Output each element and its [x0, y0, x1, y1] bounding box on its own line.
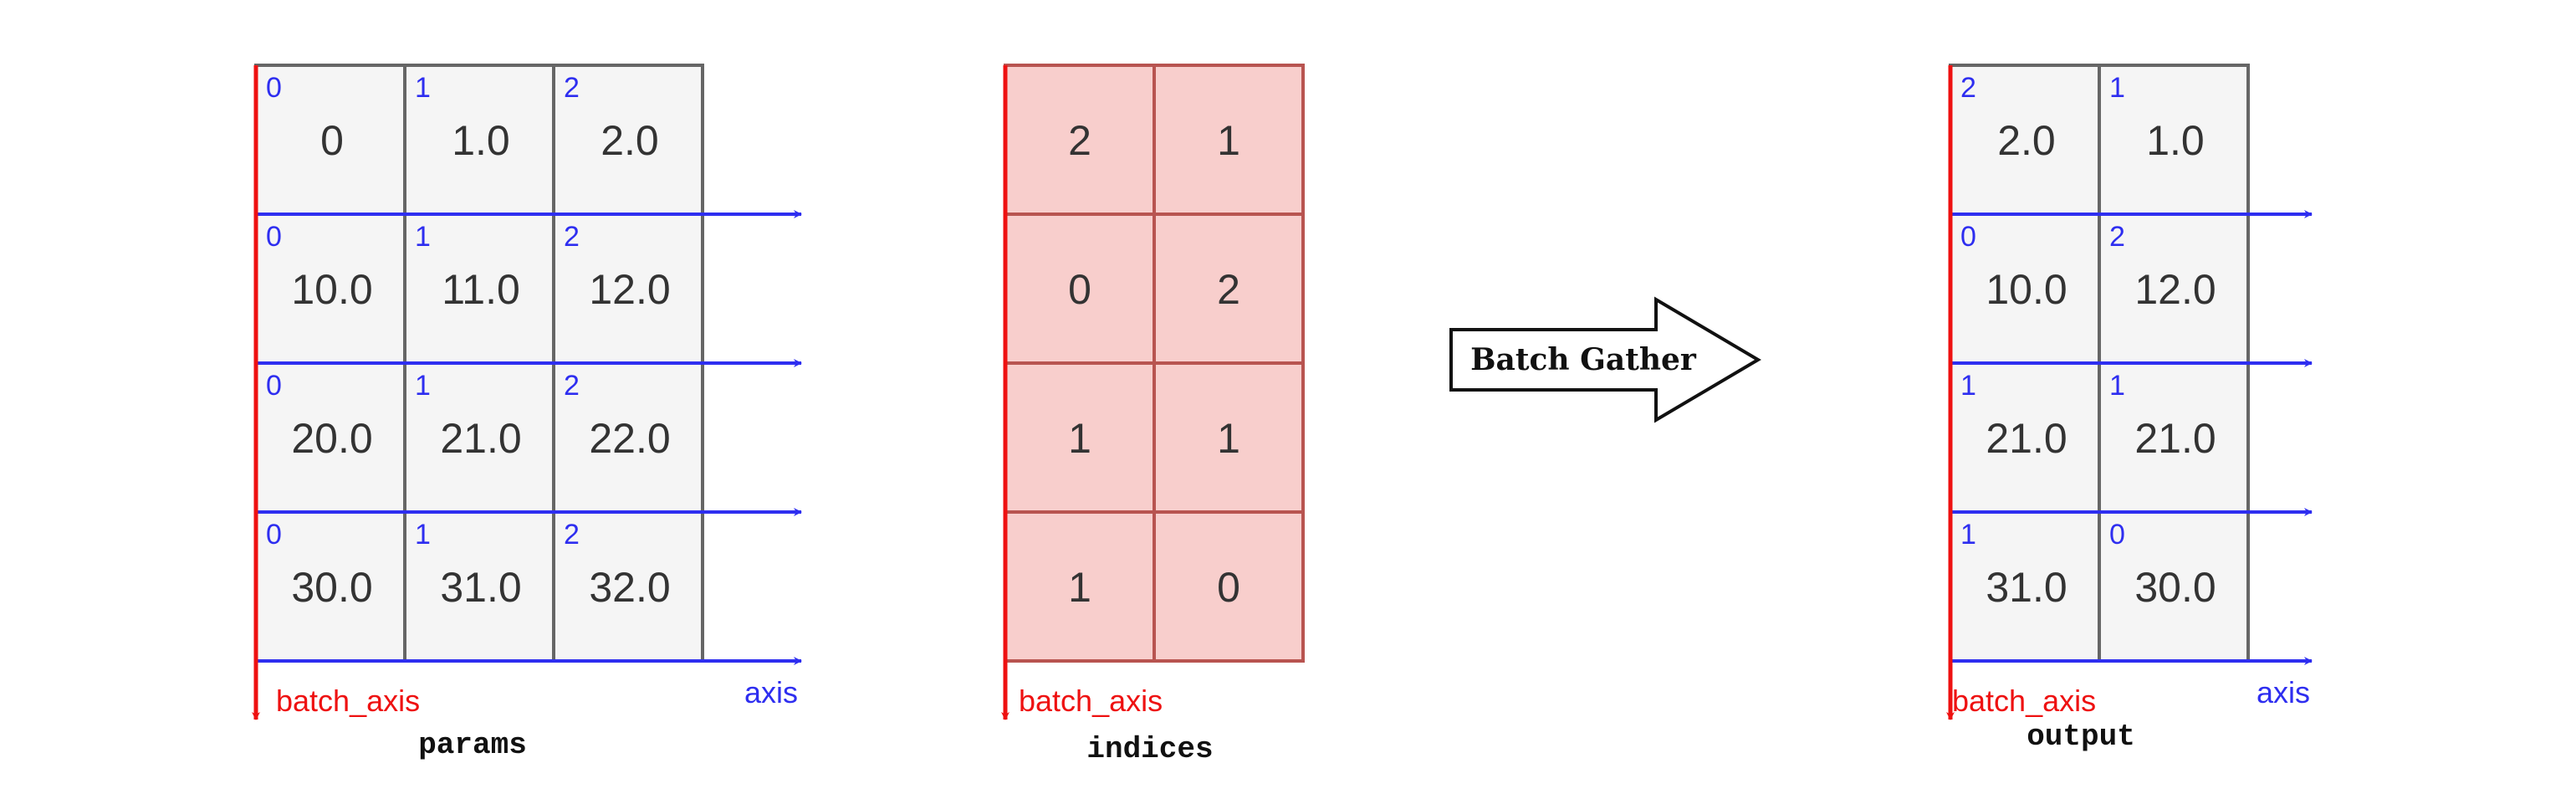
- output-cell-index: 1: [1960, 519, 1976, 551]
- params-cell-value: 30.0: [291, 564, 372, 611]
- params-cell: [552, 510, 704, 663]
- params-cell-value: 32.0: [589, 564, 670, 611]
- output-cell: [1949, 64, 2101, 216]
- params-cell-index: 0: [266, 221, 282, 253]
- indices-cell-value: 2: [1068, 117, 1091, 164]
- params-caption: params: [418, 728, 527, 762]
- indices-cell: [1153, 510, 1305, 663]
- indices-cell-value: 2: [1217, 266, 1240, 313]
- output-tensor: 2 2.0 1 1.0 0 10.0 2 12.0 1 21.0 1 21.0 1 31.0 0 30.0: [1946, 64, 2313, 720]
- params-cell: [403, 64, 555, 216]
- indices-cell-value: 1: [1217, 415, 1240, 462]
- params-cell-index: 2: [564, 72, 580, 104]
- params-cell-index: 1: [415, 519, 431, 551]
- output-cell-value: 21.0: [2134, 415, 2216, 462]
- output-cell-value: 2.0: [1997, 117, 2056, 164]
- indices-cell-value: 0: [1217, 564, 1240, 611]
- params-cell-index: 1: [415, 221, 431, 253]
- indices-cell-value: 1: [1068, 564, 1091, 611]
- params-cell-value: 31.0: [440, 564, 521, 611]
- output-axis-label: axis: [2257, 675, 2310, 709]
- params-cell: [254, 64, 406, 216]
- params-cell: [552, 213, 704, 365]
- output-cell-index: 2: [1960, 72, 1976, 104]
- indices-cell-value: 1: [1217, 117, 1240, 164]
- output-cell-index: 1: [1960, 370, 1976, 402]
- params-cell-value: 21.0: [440, 415, 521, 462]
- indices-cell: [1153, 361, 1305, 514]
- output-cell-value: 21.0: [1986, 415, 2067, 462]
- params-cell-value: 11.0: [442, 266, 520, 313]
- output-cell-value: 12.0: [2134, 266, 2216, 313]
- indices-cell: [1004, 510, 1156, 663]
- output-cell: [2098, 213, 2250, 365]
- indices-tensor: 2 1 0 2 1 1 1 0: [1001, 64, 1305, 720]
- output-cell: [1949, 510, 2101, 663]
- params-cell-index: 1: [415, 370, 431, 402]
- output-cell-value: 31.0: [1986, 564, 2067, 611]
- indices-cell: [1004, 361, 1156, 514]
- output-cell: [1949, 361, 2101, 514]
- params-cell-value: 1.0: [452, 117, 510, 164]
- indices-batch-axis-label: batch_axis: [1019, 684, 1163, 718]
- params-cell-index: 0: [266, 72, 282, 104]
- params-batch-axis-label: batch_axis: [276, 684, 420, 718]
- indices-cell: [1153, 213, 1305, 365]
- params-cell-value: 10.0: [291, 266, 372, 313]
- output-cell: [2098, 361, 2250, 514]
- indices-caption: indices: [1086, 732, 1213, 766]
- params-cell-index: 2: [564, 519, 580, 551]
- params-cell-value: 12.0: [589, 266, 670, 313]
- indices-cell-value: 1: [1068, 415, 1091, 462]
- params-cell-index: 2: [564, 370, 580, 402]
- params-cell: [403, 361, 555, 514]
- params-cell-value: 22.0: [589, 415, 670, 462]
- params-cell-value: 0: [320, 117, 344, 164]
- indices-cell: [1153, 64, 1305, 216]
- output-cell: [2098, 64, 2250, 216]
- operation-label: Batch Gather: [1470, 342, 1697, 377]
- params-cell-index: 1: [415, 72, 431, 104]
- output-cell-index: 1: [2109, 370, 2125, 402]
- output-batch-axis-label: batch_axis: [1952, 684, 2096, 718]
- output-cell-value: 10.0: [1986, 266, 2067, 313]
- indices-cell-value: 0: [1068, 266, 1091, 313]
- output-cell-index: 0: [2109, 519, 2125, 551]
- params-cell-index: 0: [266, 370, 282, 402]
- output-cell: [2098, 510, 2250, 663]
- batch-gather-arrow-icon: [1449, 296, 1761, 423]
- params-cell: [254, 510, 406, 663]
- params-cell-index: 0: [266, 519, 282, 551]
- params-cell-value: 2.0: [601, 117, 659, 164]
- output-cell-value: 1.0: [2146, 117, 2205, 164]
- output-cell-index: 2: [2109, 221, 2125, 253]
- params-cell-index: 2: [564, 221, 580, 253]
- params-tensor: 0011.022.0010.0111.0212.0020.0121.0222.0…: [252, 64, 802, 720]
- output-cell-index: 1: [2109, 72, 2125, 104]
- output-cell-value: 30.0: [2134, 564, 2216, 611]
- params-cell-value: 20.0: [291, 415, 372, 462]
- params-axis-label: axis: [744, 675, 798, 709]
- output-cell-index: 0: [1960, 221, 1976, 253]
- output-caption: output: [2027, 720, 2135, 754]
